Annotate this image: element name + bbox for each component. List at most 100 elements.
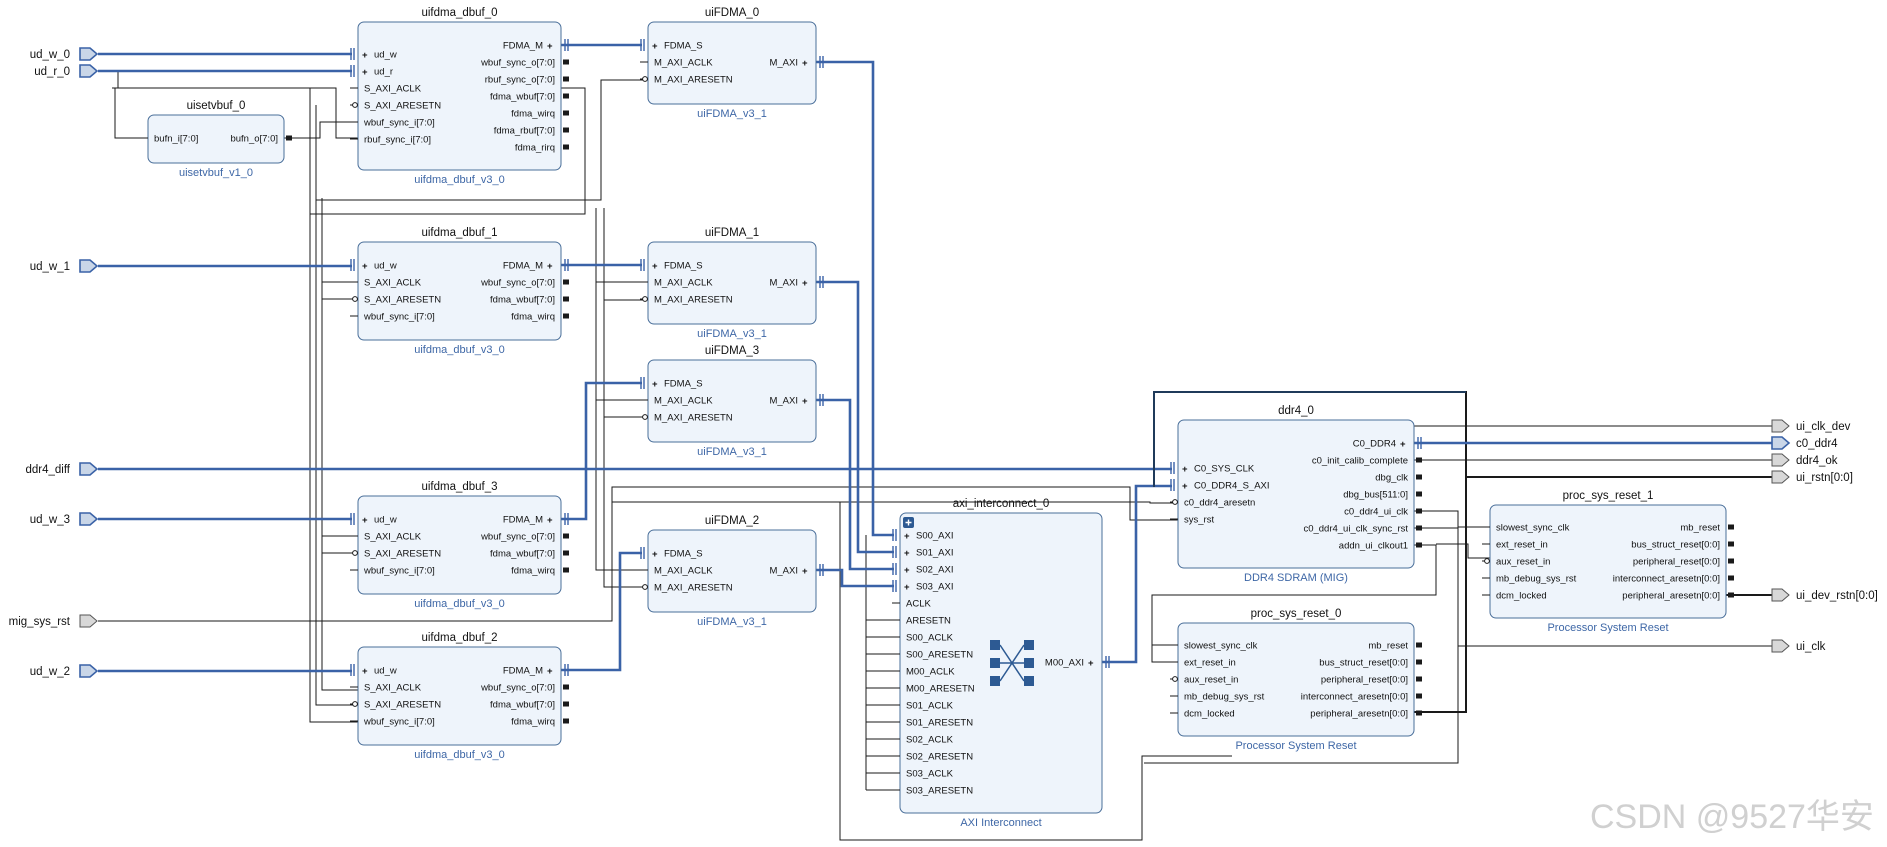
pin-label: peripheral_aresetn[0:0] bbox=[1622, 591, 1720, 602]
output-port-ui_clk[interactable]: ui_clk bbox=[1771, 639, 1826, 653]
port-label: ddr4_ok bbox=[1796, 455, 1838, 467]
pin-label: ACLK bbox=[906, 599, 931, 610]
pin-label: c0_ddr4_ui_clk_sync_rst bbox=[1303, 524, 1408, 535]
wire-1 bbox=[114, 88, 148, 139]
input-port-mig_sys_rst[interactable]: mig_sys_rst bbox=[9, 614, 98, 628]
pin-label: FDMA_S bbox=[664, 41, 703, 52]
wires-layer bbox=[98, 70, 1772, 841]
pin-plus-icon: + bbox=[904, 565, 910, 576]
pin-label: c0_ddr4_aresetn bbox=[1184, 498, 1255, 509]
port-arrow-icon[interactable] bbox=[79, 664, 99, 678]
pin-label: S_AXI_ACLK bbox=[364, 84, 422, 95]
block-uifdma_dbuf_1[interactable]: uifdma_dbuf_1uifdma_dbuf_v3_0+ud_wS_AXI_… bbox=[350, 227, 569, 356]
pin-label: S_AXI_ACLK bbox=[364, 278, 422, 289]
block-title: uifdma_dbuf_3 bbox=[421, 481, 497, 493]
block-title: uiFDMA_0 bbox=[705, 7, 759, 19]
input-port-ddr4_diff[interactable]: ddr4_diff bbox=[25, 462, 99, 476]
pin-label: FDMA_S bbox=[664, 379, 703, 390]
input-port-ud_w_3[interactable]: ud_w_3 bbox=[30, 512, 99, 526]
block-body[interactable] bbox=[147, 114, 285, 164]
pin-label: FDMA_S bbox=[664, 261, 703, 272]
pin-label: ud_r bbox=[374, 67, 393, 78]
block-body[interactable] bbox=[647, 359, 817, 443]
pin-stub bbox=[1416, 491, 1422, 497]
block-uiFDMA_1[interactable]: uiFDMA_1uiFDMA_v3_1+FDMA_SM_AXI_ACLKM_AX… bbox=[640, 227, 824, 340]
pin-label: peripheral_aresetn[0:0] bbox=[1310, 709, 1408, 720]
block-uisetvbuf_0[interactable]: uisetvbuf_0uisetvbuf_v1_0bufn_i[7:0]bufn… bbox=[140, 100, 292, 179]
crossbar-node bbox=[1024, 676, 1034, 686]
output-port-c0_ddr4[interactable]: c0_ddr4 bbox=[1771, 436, 1838, 450]
bus-12 bbox=[561, 551, 642, 672]
port-arrow-icon[interactable] bbox=[79, 64, 99, 78]
bus-pin-marker bbox=[640, 259, 645, 271]
block-title: ddr4_0 bbox=[1278, 405, 1314, 417]
wire-39 bbox=[1436, 543, 1490, 559]
port-arrow-icon[interactable] bbox=[1771, 453, 1790, 467]
pin-label: M00_ACLK bbox=[906, 667, 955, 678]
input-port-ud_r_0[interactable]: ud_r_0 bbox=[34, 64, 99, 78]
pin-label: mb_reset bbox=[1368, 641, 1408, 652]
block-uifdma_dbuf_2[interactable]: uifdma_dbuf_2uifdma_dbuf_v3_0+ud_wS_AXI_… bbox=[350, 632, 569, 761]
block-subtitle: DDR4 SDRAM (MIG) bbox=[1244, 572, 1348, 584]
block-uiFDMA_3[interactable]: uiFDMA_3uiFDMA_v3_1+FDMA_SM_AXI_ACLKM_AX… bbox=[640, 345, 824, 458]
block-subtitle: uifdma_dbuf_v3_0 bbox=[414, 749, 505, 761]
block-uifdma_dbuf_3[interactable]: uifdma_dbuf_3uifdma_dbuf_v3_0+ud_wS_AXI_… bbox=[350, 481, 569, 610]
peripheral-aresetn-net bbox=[1414, 477, 1467, 713]
pin-stub bbox=[1416, 508, 1422, 514]
input-port-ud_w_2[interactable]: ud_w_2 bbox=[30, 664, 99, 678]
output-port-ui_rstn[0:0][interactable]: ui_rstn[0:0] bbox=[1771, 470, 1853, 484]
port-arrow-icon[interactable] bbox=[1771, 436, 1791, 450]
pin-label: M_AXI bbox=[769, 278, 798, 289]
block-body[interactable] bbox=[357, 646, 562, 746]
wire-22 bbox=[865, 535, 900, 621]
block-body[interactable] bbox=[647, 529, 817, 613]
block-uiFDMA_2[interactable]: uiFDMA_2uiFDMA_v3_1+FDMA_SM_AXI_ACLKM_AX… bbox=[640, 515, 824, 628]
inverter-bubble-icon bbox=[1484, 558, 1490, 564]
pin-stub bbox=[1416, 474, 1422, 480]
pin-label: S_AXI_ARESETN bbox=[364, 295, 441, 306]
block-body[interactable] bbox=[357, 241, 562, 341]
port-label: mig_sys_rst bbox=[9, 616, 71, 628]
pin-label: S02_ARESETN bbox=[906, 752, 973, 763]
output-port-ddr4_ok[interactable]: ddr4_ok bbox=[1771, 453, 1838, 467]
block-body[interactable] bbox=[647, 241, 817, 325]
port-arrow-icon[interactable] bbox=[1771, 419, 1790, 433]
port-arrow-icon[interactable] bbox=[79, 259, 99, 273]
port-label: ud_w_1 bbox=[30, 261, 70, 273]
block-title: uifdma_dbuf_1 bbox=[421, 227, 497, 239]
pin-plus-icon: + bbox=[362, 515, 368, 526]
block-body[interactable] bbox=[1177, 419, 1415, 569]
block-uifdma_dbuf_0[interactable]: uifdma_dbuf_0uifdma_dbuf_v3_0+ud_w+ud_rS… bbox=[350, 7, 569, 186]
wire-36 bbox=[1414, 510, 1490, 528]
pin-plus-icon: + bbox=[652, 41, 658, 52]
input-port-ud_w_1[interactable]: ud_w_1 bbox=[30, 259, 99, 273]
input-port-ud_w_0[interactable]: ud_w_0 bbox=[30, 47, 99, 61]
pin-label: aux_reset_in bbox=[1496, 557, 1550, 568]
pin-label: sys_rst bbox=[1184, 515, 1214, 526]
block-uiFDMA_0[interactable]: uiFDMA_0uiFDMA_v3_1+FDMA_SM_AXI_ACLKM_AX… bbox=[640, 7, 824, 120]
port-arrow-icon[interactable] bbox=[1771, 588, 1790, 602]
port-arrow-icon[interactable] bbox=[79, 47, 99, 61]
pin-label: bus_struct_reset[0:0] bbox=[1631, 540, 1720, 551]
port-arrow-icon[interactable] bbox=[79, 614, 98, 628]
bus-pin-marker bbox=[564, 513, 569, 525]
port-arrow-icon[interactable] bbox=[79, 512, 99, 526]
crossbar-lines bbox=[999, 644, 1025, 682]
port-arrow-icon[interactable] bbox=[1771, 470, 1790, 484]
block-body[interactable] bbox=[357, 495, 562, 595]
pin-label: M_AXI bbox=[769, 566, 798, 577]
port-arrow-icon[interactable] bbox=[79, 462, 99, 476]
inverter-bubble-icon bbox=[352, 102, 358, 108]
block-body[interactable] bbox=[647, 21, 817, 105]
output-port-ui_dev_rstn[0:0][interactable]: ui_dev_rstn[0:0] bbox=[1771, 588, 1878, 602]
bus-pin-marker bbox=[1417, 437, 1422, 449]
wire-12 bbox=[309, 214, 358, 723]
block-body[interactable] bbox=[357, 21, 562, 171]
output-port-ui_clk_dev[interactable]: ui_clk_dev bbox=[1771, 419, 1851, 433]
pin-label: M_AXI_ACLK bbox=[654, 278, 713, 289]
port-arrow-icon[interactable] bbox=[1771, 639, 1790, 653]
